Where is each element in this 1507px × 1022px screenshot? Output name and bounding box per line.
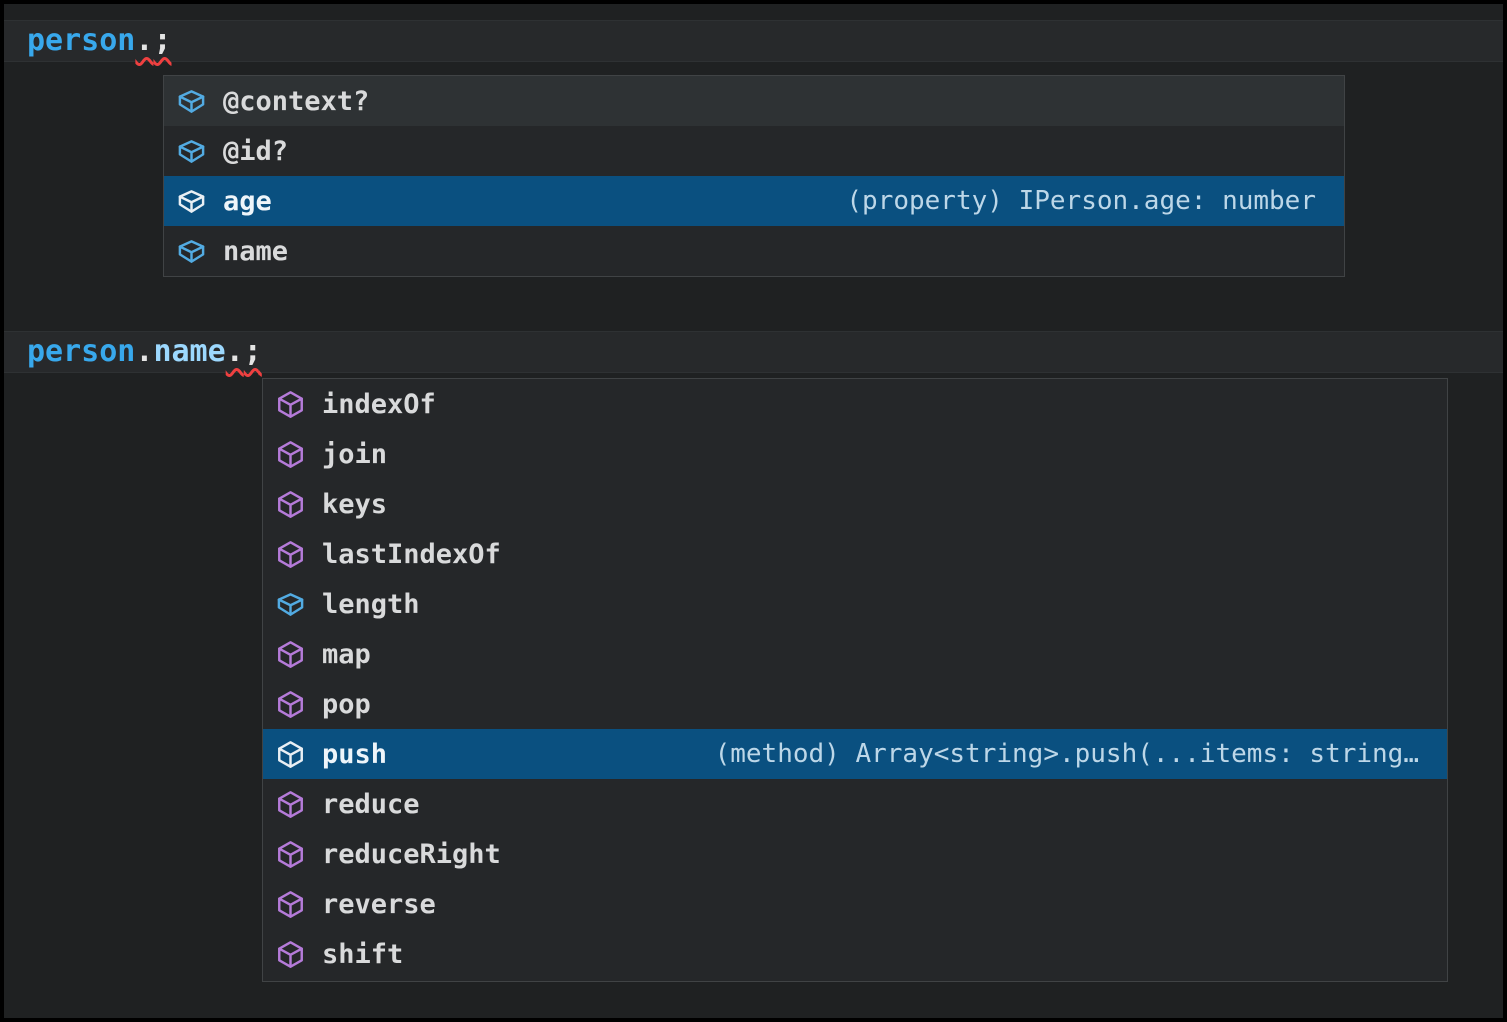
symbol-field-icon bbox=[277, 592, 304, 616]
symbol-method-icon bbox=[278, 890, 303, 918]
suggest-item-label: length bbox=[322, 588, 420, 620]
suggest-item[interactable]: join bbox=[263, 429, 1447, 479]
suggest-item[interactable]: length bbox=[263, 579, 1447, 629]
suggest-item-label: reverse bbox=[322, 888, 436, 920]
suggest-item[interactable]: indexOf bbox=[263, 379, 1447, 429]
suggest-item-detail: (method) Array<string>.push(...items: st… bbox=[714, 739, 1419, 769]
symbol-field-icon bbox=[178, 139, 205, 163]
symbol-method-icon bbox=[278, 540, 303, 568]
symbol-method-icon bbox=[278, 440, 303, 468]
suggest-item-label: push bbox=[322, 738, 388, 770]
symbol-method-icon bbox=[278, 640, 303, 668]
code-line-1[interactable]: person.; bbox=[4, 20, 1503, 62]
symbol-method-icon bbox=[278, 740, 303, 768]
suggest-item-label: indexOf bbox=[322, 388, 436, 420]
suggest-item[interactable]: reduceRight bbox=[263, 829, 1447, 879]
suggest-item-label: map bbox=[322, 638, 371, 670]
code-token-error: . bbox=[135, 23, 154, 58]
code-token: person bbox=[27, 23, 136, 58]
suggest-item-label: name bbox=[223, 235, 289, 267]
suggest-item[interactable]: pop bbox=[263, 679, 1447, 729]
symbol-method-icon bbox=[278, 940, 303, 968]
code-token: name bbox=[153, 334, 226, 369]
code-token-error: ; bbox=[243, 334, 262, 369]
suggest-item-label: join bbox=[322, 438, 388, 470]
symbol-method-icon bbox=[278, 390, 303, 418]
code-editor[interactable]: person.; @context? @id? age (property) IPer… bbox=[4, 4, 1503, 1018]
code-token-error: ; bbox=[153, 23, 172, 58]
suggest-item[interactable]: push (method) Array<string>.push(...items… bbox=[263, 729, 1447, 779]
suggest-item-label: keys bbox=[322, 488, 388, 520]
suggest-item-label: pop bbox=[322, 688, 371, 720]
code-token-error: . bbox=[225, 334, 244, 369]
symbol-method-icon bbox=[278, 690, 303, 718]
suggest-widget-person-members: @context? @id? age (property) IPerson.age: … bbox=[163, 75, 1345, 277]
suggest-item-label: shift bbox=[322, 938, 404, 970]
suggest-item-label: age bbox=[223, 185, 272, 217]
code-token: . bbox=[135, 334, 154, 369]
suggest-item[interactable]: @context? bbox=[164, 76, 1344, 126]
code-line-2[interactable]: person.name.; bbox=[4, 331, 1503, 373]
suggest-item[interactable]: @id? bbox=[164, 126, 1344, 176]
suggest-item-label: lastIndexOf bbox=[322, 538, 501, 570]
suggest-item-label: @id? bbox=[223, 135, 289, 167]
symbol-method-icon bbox=[278, 790, 303, 818]
suggest-item[interactable]: age (property) IPerson.age: number bbox=[164, 176, 1344, 226]
suggest-item-label: @context? bbox=[223, 85, 370, 117]
suggest-item[interactable]: lastIndexOf bbox=[263, 529, 1447, 579]
suggest-widget-string-members: indexOf join keys lastIndexOf length map pop pu… bbox=[262, 378, 1448, 982]
code-token: person bbox=[27, 334, 136, 369]
symbol-method-icon bbox=[278, 840, 303, 868]
suggest-item-detail: (property) IPerson.age: number bbox=[846, 186, 1316, 216]
suggest-item-label: reduceRight bbox=[322, 838, 501, 870]
symbol-field-icon bbox=[178, 189, 205, 213]
suggest-item[interactable]: shift bbox=[263, 929, 1447, 979]
suggest-item[interactable]: keys bbox=[263, 479, 1447, 529]
suggest-item[interactable]: reduce bbox=[263, 779, 1447, 829]
symbol-field-icon bbox=[178, 239, 205, 263]
symbol-field-icon bbox=[178, 89, 205, 113]
symbol-method-icon bbox=[278, 490, 303, 518]
suggest-item[interactable]: reverse bbox=[263, 879, 1447, 929]
suggest-item[interactable]: name bbox=[164, 226, 1344, 276]
suggest-item-label: reduce bbox=[322, 788, 420, 820]
suggest-item[interactable]: map bbox=[263, 629, 1447, 679]
